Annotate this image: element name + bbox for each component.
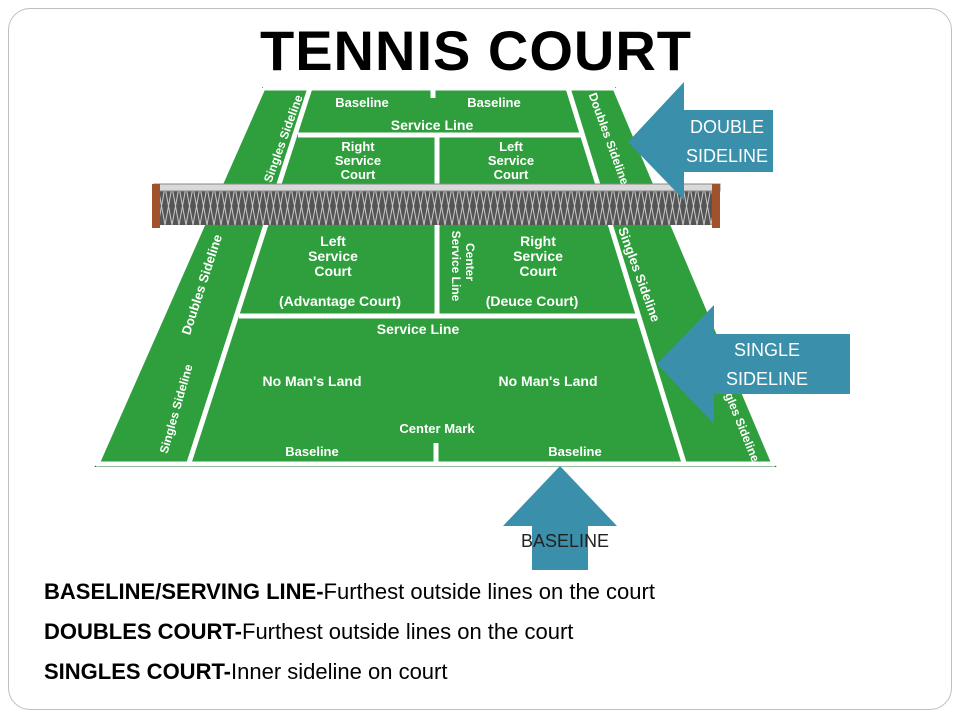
label-left-service-court-bottom-2: Service bbox=[308, 248, 358, 264]
singles-sideline-left bbox=[185, 87, 313, 467]
label-right-service-court-bottom-2: Service bbox=[513, 248, 563, 264]
callout-single-sideline: SINGLE SIDELINE bbox=[657, 305, 850, 424]
label-service-line-top: Service Line bbox=[391, 117, 474, 133]
tennis-net bbox=[152, 183, 721, 228]
label-right-service-court-bottom-1: Right bbox=[520, 233, 556, 249]
definitions-list: BASELINE/SERVING LINE-Furthest outside l… bbox=[44, 572, 924, 692]
label-left-service-court-top-3: Court bbox=[494, 167, 529, 182]
callout-single-sideline-arrow bbox=[657, 305, 850, 424]
label-center-service-line-1: Center bbox=[463, 243, 477, 281]
label-left-service-court-top-1: Left bbox=[499, 139, 524, 154]
label-no-mans-land-left: No Man's Land bbox=[263, 373, 362, 389]
label-advantage-court: (Advantage Court) bbox=[279, 293, 401, 309]
definition-text: Inner sideline on court bbox=[231, 659, 448, 684]
label-baseline-top-left: Baseline bbox=[335, 95, 388, 110]
label-left-service-court-bottom-1: Left bbox=[320, 233, 346, 249]
callout-double-sideline-text-2: SIDELINE bbox=[686, 146, 768, 166]
definition-singles-court: SINGLES COURT-Inner sideline on court bbox=[44, 652, 924, 692]
net-mesh bbox=[157, 186, 719, 226]
label-service-line-bottom: Service Line bbox=[377, 321, 460, 337]
label-baseline-bottom-right: Baseline bbox=[548, 444, 601, 459]
definition-term: BASELINE/SERVING LINE- bbox=[44, 579, 324, 604]
page-title: TENNIS COURT bbox=[260, 19, 692, 82]
definition-baseline: BASELINE/SERVING LINE-Furthest outside l… bbox=[44, 572, 924, 612]
label-deuce-court: (Deuce Court) bbox=[486, 293, 579, 309]
callout-double-sideline-text-1: DOUBLE bbox=[690, 117, 764, 137]
label-left-service-court-bottom-3: Court bbox=[314, 263, 352, 279]
singles-sideline-right bbox=[565, 87, 688, 467]
label-baseline-top-right: Baseline bbox=[467, 95, 520, 110]
definition-text: Furthest outside lines on the court bbox=[323, 579, 655, 604]
callout-double-sideline-arrow bbox=[628, 82, 773, 200]
definition-term: SINGLES COURT- bbox=[44, 659, 232, 684]
label-left-service-court-top-2: Service bbox=[488, 153, 534, 168]
definition-doubles-court: DOUBLES COURT-Furthest outside lines on … bbox=[44, 612, 924, 652]
label-right-service-court-top-1: Right bbox=[341, 139, 375, 154]
label-center-mark: Center Mark bbox=[399, 421, 475, 436]
definition-text: Furthest outside lines on the court bbox=[242, 619, 574, 644]
callout-double-sideline: DOUBLE SIDELINE bbox=[628, 82, 773, 200]
definition-term: DOUBLES COURT- bbox=[44, 619, 242, 644]
doubles-sideline-left bbox=[93, 86, 266, 468]
label-right-service-court-top-2: Service bbox=[335, 153, 381, 168]
callout-baseline-arrow bbox=[503, 466, 617, 570]
label-right-service-court-top-3: Court bbox=[341, 167, 376, 182]
callout-baseline: BASELINE bbox=[503, 466, 617, 570]
callout-single-sideline-text-2: SIDELINE bbox=[726, 369, 808, 389]
label-right-service-court-bottom-3: Court bbox=[519, 263, 557, 279]
label-baseline-bottom-left: Baseline bbox=[285, 444, 338, 459]
callout-baseline-text: BASELINE bbox=[521, 531, 609, 551]
callout-single-sideline-text-1: SINGLE bbox=[734, 340, 800, 360]
label-center-service-line-2: Service Line bbox=[449, 231, 463, 302]
label-no-mans-land-right: No Man's Land bbox=[499, 373, 598, 389]
